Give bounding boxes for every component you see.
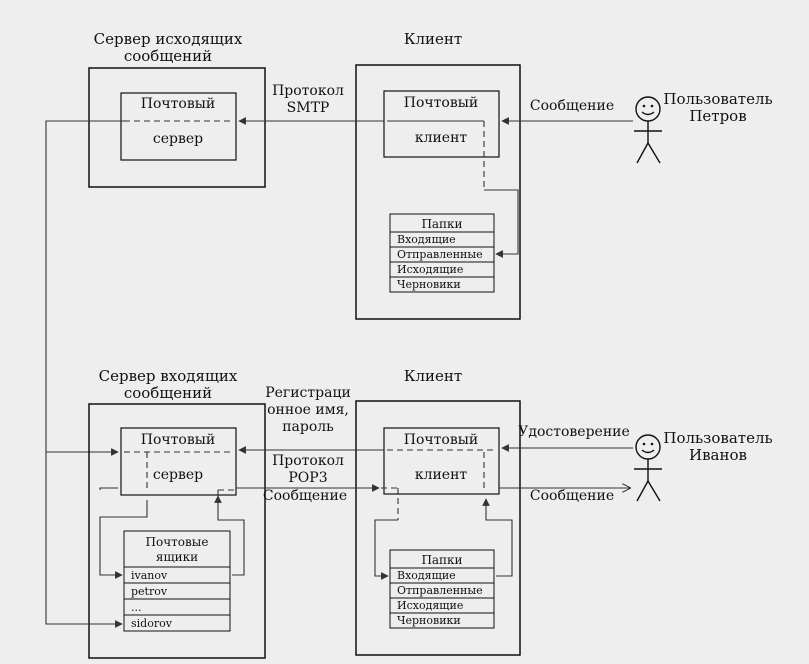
bottom-folder-label: Черновики [397,614,461,627]
arrow-outgoing-to-incoming [45,120,124,456]
top-folder-label: Исходящие [397,263,463,276]
bottom-message-between-label: Сообщение [263,488,347,504]
arrow-inbox-to-client [482,498,513,577]
registration-label-line1: Регистраци [265,385,351,401]
bottom-folder-label: Входящие [397,569,456,582]
incoming-mail-server-label-top: Почтовый [141,432,215,448]
top-folder-row [389,276,495,293]
registration-label-line2: онное имя, [267,402,349,418]
mailbox-row [123,614,231,632]
top-folder-label: Входящие [397,233,456,246]
bottom-folder-row [389,612,495,629]
incoming-server-block: Сервер входящих сообщений Почтовый серве… [88,367,266,659]
bottom-client-title: Клиент [404,367,462,385]
incoming-mail-server-label-bottom: сервер [153,467,203,483]
user-petrov-label-line2: Петров [689,107,746,125]
top-client-frame [355,64,521,320]
user-ivanov-figure [634,434,662,502]
ivanov-head-icon [635,434,661,460]
top-mail-client-box [383,90,500,158]
user-petrov-label-line1: Пользователь [663,90,772,108]
bottom-folder-label: Исходящие [397,599,463,612]
user-petrov-figure [634,96,662,164]
arrow-client-to-sent-folder [484,189,519,258]
outgoing-mail-server-label-top: Почтовый [141,96,215,112]
top-client-title: Клиент [404,30,462,48]
pop3-protocol-label-line2: POP3 [288,470,327,486]
line-incoming-branch [99,487,118,490]
bottom-mail-client-label-top: Почтовый [404,432,478,448]
top-mail-client-label-bottom: клиент [415,130,468,146]
pop3-protocol-label-line1: Протокол [272,453,344,469]
mailbox-label: sidorov [131,617,173,630]
smtp-protocol-label-line2: SMTP [287,100,330,116]
outgoing-mail-server-box [120,92,237,161]
mailbox-label: petrov [131,585,168,598]
outgoing-mail-server-label-bottom: сервер [153,131,203,147]
arrow-client-to-inbox [374,519,398,580]
outgoing-server-title-line2: сообщений [124,47,212,65]
arrow-outgoing-to-sidorov [45,452,123,628]
user-ivanov-label-line1: Пользователь [663,429,772,447]
bottom-folder-label: Отправленные [397,584,483,597]
incoming-server-title-line2: сообщений [124,384,212,402]
top-message-label: Сообщение [530,98,614,114]
registration-label-line3: пароль [282,419,334,435]
bottom-mail-client-box [383,427,500,495]
incoming-mail-server-box [120,427,237,496]
bottom-client-block: Клиент Почтовый клиент Папки Входящие От… [355,367,521,656]
incoming-server-title-line1: Сервер входящих [99,367,238,385]
mailboxes-title-line1: Почтовые [146,535,209,549]
mailboxes-header [123,530,231,568]
bottom-folders-table: Папки Входящие Отправленные Исходящие Че… [389,549,495,629]
arrow-mailbox-to-server [214,495,245,576]
bottom-mail-client-label-bottom: клиент [415,467,468,483]
user-ivanov-label-line2: Иванов [689,446,747,464]
outgoing-server-block: Сервер исходящих сообщений Почтовый серв… [88,30,266,188]
mailbox-label: ivanov [131,569,168,582]
mailboxes-title-line2: ящики [156,550,198,564]
top-folders-table: Папки Входящие Отправленные Исходящие Че… [389,213,495,293]
mailbox-label: ... [131,601,142,614]
top-client-block: Клиент Почтовый клиент Папки Входящие От… [355,30,521,320]
smtp-protocol-label-line1: Протокол [272,83,344,99]
top-folder-label: Отправленные [397,248,483,261]
bottom-folders-title: Папки [421,553,462,567]
top-mail-client-label-top: Почтовый [404,95,478,111]
arrow-server-to-ivanov [99,500,148,579]
mailboxes-table: Почтовые ящики ivanov petrov ... sidorov [123,530,231,632]
petrov-head-icon [635,96,661,122]
outgoing-server-title-line1: Сервер исходящих [94,30,243,48]
bottom-message-out-label: Сообщение [530,488,614,504]
certificate-label: Удостоверение [518,424,630,440]
top-folder-label: Черновики [397,278,461,291]
bottom-client-frame [355,400,521,656]
outgoing-server-frame [88,67,266,188]
top-folders-title: Папки [421,217,462,231]
incoming-server-frame [88,403,266,659]
